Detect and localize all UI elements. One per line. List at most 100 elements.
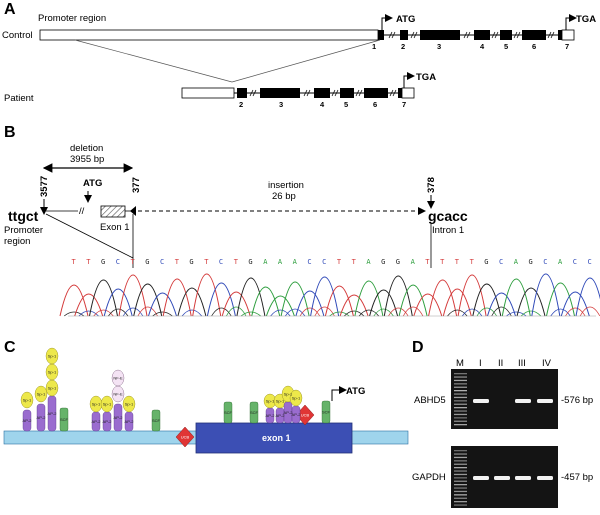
- right-sequence: gcacc: [428, 208, 468, 224]
- chromatogram-minor-peak: [373, 308, 394, 317]
- binding-site-label: Sp-1: [284, 392, 293, 397]
- binding-site-label: AP-2: [125, 419, 135, 424]
- abhd5-band: [515, 399, 531, 403]
- patient-gene-structure: TGA 2 3 4 5 6 7: [181, 72, 436, 109]
- breakpoint-line-left: [45, 213, 134, 259]
- ladder-band: [454, 470, 467, 472]
- ladder-band: [454, 403, 467, 405]
- chromatogram-peak: [103, 288, 133, 317]
- ap2-site: [36, 403, 46, 432]
- binding-site-label: AP-2: [103, 419, 113, 424]
- sequence-base: C: [543, 258, 547, 266]
- control-promoter-box: [39, 29, 379, 41]
- sequence-base: T: [470, 258, 475, 266]
- binding-site-label: Sp-1: [48, 354, 57, 359]
- chromatogram-peak: [398, 284, 428, 317]
- binding-site-label: AP-2: [92, 419, 102, 424]
- ladder-band: [454, 501, 467, 503]
- chromatogram-peak: [324, 285, 354, 317]
- sequence-base: G: [101, 258, 105, 266]
- ladder-band: [454, 484, 467, 486]
- chromatogram-peak: [148, 292, 177, 317]
- binding-site-label: Sp-1: [103, 402, 112, 407]
- sequence-base: G: [396, 258, 400, 266]
- ucb-site: [175, 426, 195, 448]
- ladder-band: [454, 376, 467, 378]
- control-exon-5: [500, 30, 512, 40]
- chromatogram-minor-peak: [299, 307, 320, 317]
- sp1-site: [20, 391, 34, 409]
- pos-377-label: 377: [131, 177, 142, 193]
- left-sequence: ttgct: [8, 208, 39, 224]
- ladder-band: [454, 467, 467, 469]
- control-exon-label-4: 4: [480, 42, 485, 51]
- gene2-size: -457 bp: [561, 472, 593, 483]
- binding-site-label: Sp-1: [125, 402, 134, 407]
- sequence-base: T: [352, 258, 357, 266]
- chromatogram-peak: [575, 277, 600, 317]
- scf-site: [59, 407, 69, 432]
- ap2-site: [113, 403, 123, 432]
- break-symbol: //: [79, 206, 85, 217]
- chromatogram-peak: [295, 290, 325, 317]
- ladder-band: [454, 460, 467, 462]
- ladder-band: [454, 383, 467, 385]
- ladder-band: [454, 463, 467, 465]
- ladder-band: [454, 504, 467, 506]
- sequence-base: G: [145, 258, 149, 266]
- sequence-base: C: [116, 258, 120, 266]
- binding-site-label: AP-2: [114, 415, 124, 420]
- ladder-band: [454, 417, 467, 419]
- sequence-base: C: [588, 258, 592, 266]
- sequence-base: C: [499, 258, 503, 266]
- promoter-label-line1: Promoter: [4, 225, 43, 236]
- chromatogram-peak: [487, 292, 516, 317]
- ladder-band: [454, 497, 467, 499]
- chromatogram-peak: [369, 289, 399, 317]
- chromatogram-minor-peak: [137, 306, 158, 317]
- chromatogram-minor-peak: [181, 309, 202, 317]
- ladder-band: [454, 480, 467, 482]
- sp1-site: [289, 389, 303, 407]
- chromatogram-peak: [118, 274, 148, 317]
- chromatogram-minor-peak: [550, 308, 571, 317]
- gapdh-band: [515, 476, 531, 480]
- deletion-funnel: [74, 39, 381, 83]
- control-exon-7-coding: [558, 30, 562, 40]
- chromatogram-peak: [133, 283, 163, 317]
- binding-site-label: Sp-1: [37, 392, 46, 397]
- binding-site-label: UCB: [181, 435, 190, 440]
- chromatogram-peak: [251, 286, 281, 317]
- sequence-base: T: [86, 258, 91, 266]
- sp1-site: [45, 347, 59, 365]
- chromatogram-peak: [236, 277, 266, 317]
- chromatogram-minor-peak: [122, 307, 144, 317]
- binding-sites: [20, 347, 331, 448]
- promoter-label-line2: region: [4, 236, 30, 247]
- patient-exon-2: [237, 88, 247, 98]
- binding-site-label: AP-2: [23, 418, 33, 423]
- patient-exon-7-utr: [401, 87, 415, 99]
- ladder-band: [454, 456, 467, 459]
- sp1-site: [100, 395, 114, 413]
- control-exon-label-3: 3: [437, 42, 441, 51]
- chromatogram-peak: [501, 278, 531, 317]
- scf-site: [223, 401, 233, 424]
- sequence-base: A: [278, 258, 283, 266]
- binding-site-label: AP-2: [276, 413, 286, 418]
- gapdh-band: [494, 476, 510, 480]
- c-atg-arrow: [331, 386, 347, 401]
- binding-site-label: AP-2: [284, 410, 294, 415]
- sp1-site: [122, 395, 136, 413]
- sp1-site: [34, 385, 48, 403]
- binding-site-label: AP-2: [266, 413, 276, 418]
- chromatogram-minor-peak: [108, 308, 129, 317]
- control-exon-label-6: 6: [532, 42, 536, 51]
- patient-exon-label-5: 5: [344, 100, 348, 109]
- patient-label: Patient: [4, 93, 34, 104]
- chromatogram-minor-peak: [63, 311, 85, 317]
- chromatogram-peak: [74, 293, 104, 317]
- chromatogram-peak: [339, 294, 369, 317]
- chromatogram-peak: [206, 282, 236, 317]
